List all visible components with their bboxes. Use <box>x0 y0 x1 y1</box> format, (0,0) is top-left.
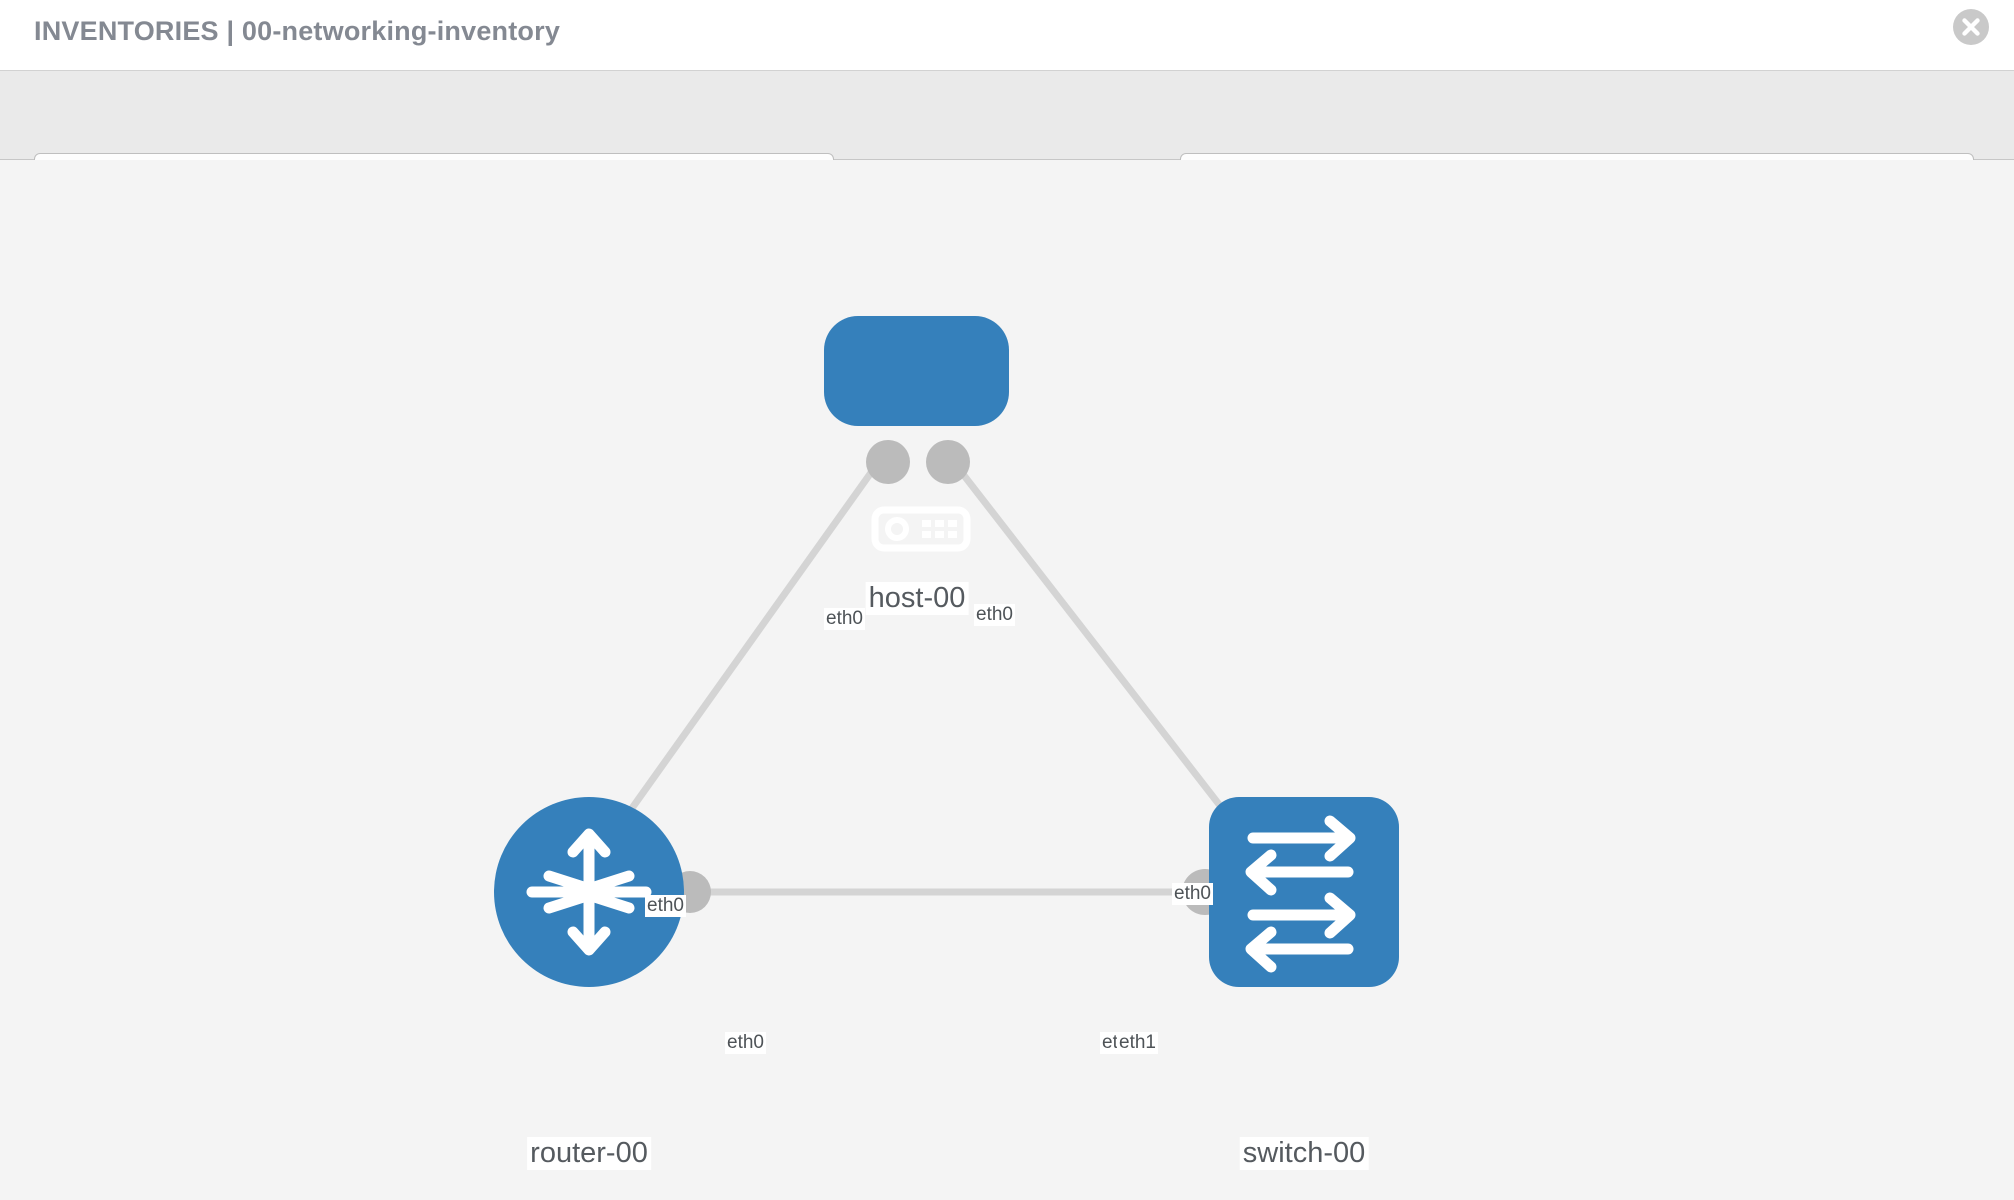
edge-label-host00-switch00: eth0 <box>974 604 1015 626</box>
node-label-router-00: router-00 <box>527 1137 651 1170</box>
edge-label-switch00-router00-b: eth1 <box>1117 1032 1158 1054</box>
node-router-00 <box>494 797 684 987</box>
edge-label-host00-router00: eth0 <box>824 608 865 630</box>
topology-graph <box>494 316 1399 987</box>
toolbar: ACTIONS SEARCH <box>0 70 2014 207</box>
router-arrows-icon <box>526 828 652 956</box>
topology-canvas[interactable]: host-00 router-00 switch-00 eth0 eth0 et… <box>0 160 2014 1200</box>
edge-label-switch00-host00: eth0 <box>1172 883 1213 905</box>
node-switch-00 <box>1209 797 1399 987</box>
edge-label-router00-host00: eth0 <box>645 895 686 917</box>
topology-edges <box>617 457 1238 896</box>
node-label-switch-00: switch-00 <box>1239 1137 1369 1170</box>
server-icon <box>871 506 971 552</box>
connector-host00-right <box>926 440 970 484</box>
node-host-00 <box>824 316 1009 552</box>
edge-host00-switch00 <box>949 457 1238 828</box>
node-label-host-00: host-00 <box>865 582 969 615</box>
close-icon[interactable] <box>1953 9 1989 45</box>
page-title: INVENTORIES | 00-networking-inventory <box>34 16 561 46</box>
page-header: INVENTORIES | 00-networking-inventory <box>0 0 2014 70</box>
connector-host00-left <box>866 440 910 484</box>
switch-arrows-icon <box>1245 815 1356 973</box>
edge-host00-router00 <box>617 457 883 828</box>
edge-label-router00-switch00: eth0 <box>725 1032 766 1054</box>
